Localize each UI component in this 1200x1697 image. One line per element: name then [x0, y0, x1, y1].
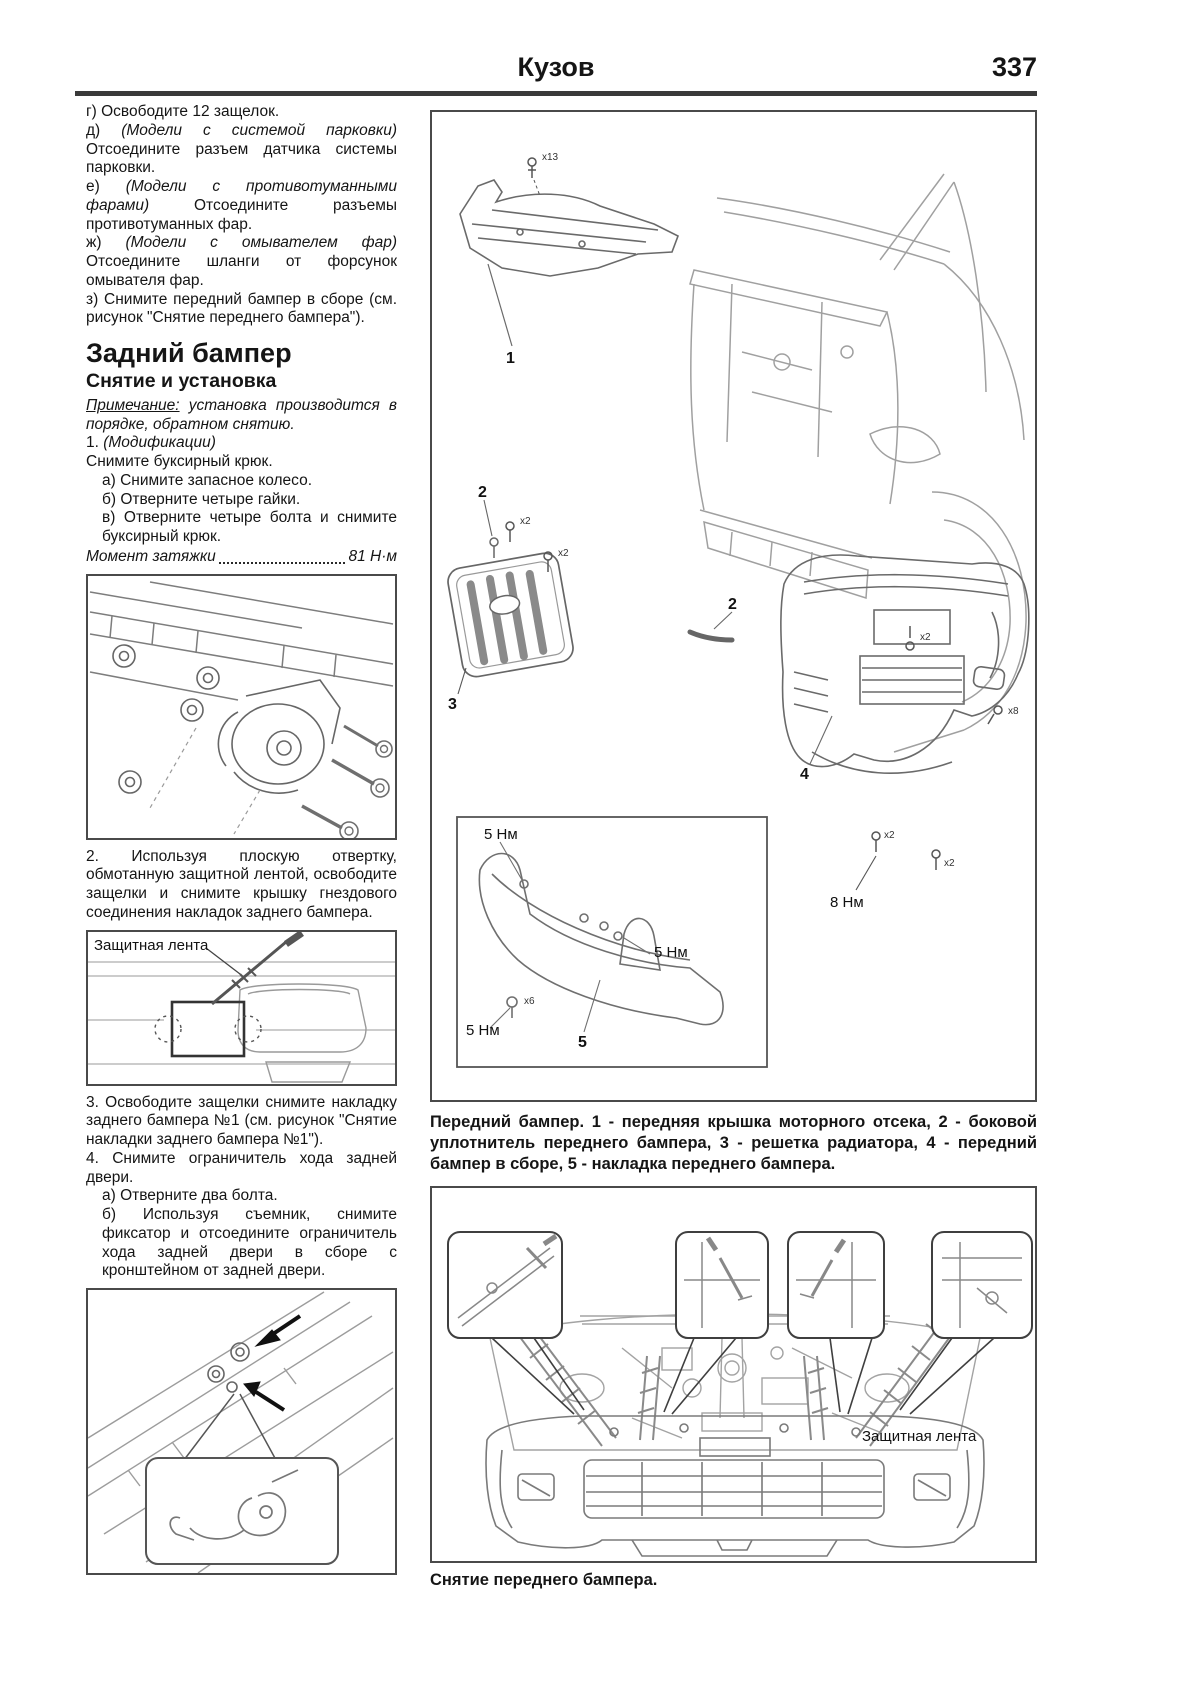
tow-hook-drawing — [89, 580, 394, 838]
rear-substep-b: б) Отверните четыре гайки. — [102, 490, 301, 508]
figure-bumper-removal: Защитная лента — [430, 1186, 1037, 1564]
rear-substep-v: в) Отверните четыре болта и снимите букс… — [102, 509, 397, 546]
note-paragraph: Примечание: установка производится в пор… — [86, 397, 397, 435]
step-number: 1. — [86, 434, 104, 452]
rear-step-4: 4. Снимите ограничитель хода задней двер… — [86, 1149, 397, 1186]
step-letter: д) — [86, 121, 122, 139]
left-text-column: г) Освободите 12 защелок. д) (Модели с с… — [86, 103, 397, 1583]
tape-pry-drawing — [88, 931, 395, 1083]
step-text: Отсоедините разъем датчика системы парко… — [86, 140, 397, 177]
step-letter: г) — [86, 103, 102, 120]
torque-value: 81 Н·м — [348, 547, 397, 565]
step-condition: (Модели с омывателем фар) — [125, 234, 397, 252]
step-condition: (Модели с системой парковки) — [121, 121, 397, 139]
figure-tow-hook — [86, 573, 397, 840]
bottom-figure-caption: Снятие переднего бампера. — [430, 1571, 658, 1590]
figure-front-bumper-exploded: 1 2 2 3 4 5 8 Нм 5 Нм 5 Нм 5 Нм x13 x2 x… — [430, 110, 1037, 1102]
torque-label: Момент затяжки — [86, 547, 216, 565]
note-label: Примечание: — [86, 396, 180, 414]
bumper-removal-drawing — [447, 1231, 1033, 1558]
front-bumper-step: д) (Модели с системой парковки) Отсоедин… — [86, 122, 397, 178]
rear-step-2: 2. Используя плоскую отвертку, обмотанну… — [86, 847, 397, 921]
figure-door-stop — [86, 1288, 397, 1576]
header-divider — [75, 91, 1037, 96]
front-bumper-exploded-drawing — [447, 157, 1030, 1068]
page-number: 337 — [991, 52, 1037, 82]
torque-spec-line: Момент затяжки 81 Н·м — [86, 548, 397, 567]
subsection-heading: Снятие и установка — [86, 370, 277, 393]
step-letter: з) — [86, 290, 105, 308]
rear-step-4b: б) Используя съемник, снимите фиксатор и… — [102, 1206, 397, 1280]
step-letter: ж) — [86, 234, 126, 252]
step-text: Снимите передний бампер в сборе (см. рис… — [86, 290, 398, 327]
step-text: Отсоедините шланги от форсунок омывателя… — [86, 253, 397, 289]
step-letter: е) — [86, 178, 126, 195]
figure-protective-tape: Защитная лента — [86, 929, 397, 1086]
front-bumper-step: е) (Модели с противотуманными фарами) От… — [86, 178, 397, 234]
step-modification: (Модификации) — [103, 434, 216, 452]
dot-leader — [218, 561, 346, 564]
door-stop-drawing — [88, 1291, 394, 1574]
step-text: Отсоедините разъемы противотуманных фар. — [86, 196, 397, 233]
section-heading-rear-bumper: Задний бампер — [86, 338, 292, 368]
step-text: Освободите 12 защелок. — [101, 103, 280, 120]
step-condition: (Модели с противотуманными фарами) — [86, 178, 398, 214]
front-bumper-step: з) Снимите передний бампер в сборе (см. … — [86, 291, 397, 329]
rear-substep-a: а) Снимите запасное колесо. — [102, 471, 313, 489]
front-bumper-step: г) Освободите 12 защелок. — [86, 103, 397, 122]
rear-step-4a: а) Отверните два болта. — [102, 1187, 278, 1205]
rear-step-1-text: Снимите буксирный крюк. — [86, 453, 273, 471]
rear-step-3: 3. Освободите защелки снимите накладку з… — [86, 1093, 397, 1149]
note-text: установка производится в порядке, обратн… — [86, 396, 397, 433]
front-bumper-step: ж) (Модели с омывателем фар) Отсоедините… — [86, 234, 397, 290]
right-figure-column: 1 2 2 3 4 5 8 Нм 5 Нм 5 Нм 5 Нм x13 x2 x… — [430, 110, 1037, 1590]
page-section-title: Кузов — [517, 52, 595, 82]
main-figure-caption: Передний бампер. 1 - передняя крышка мот… — [430, 1113, 1037, 1173]
rear-step-1: 1. (Модификации) — [86, 434, 397, 453]
